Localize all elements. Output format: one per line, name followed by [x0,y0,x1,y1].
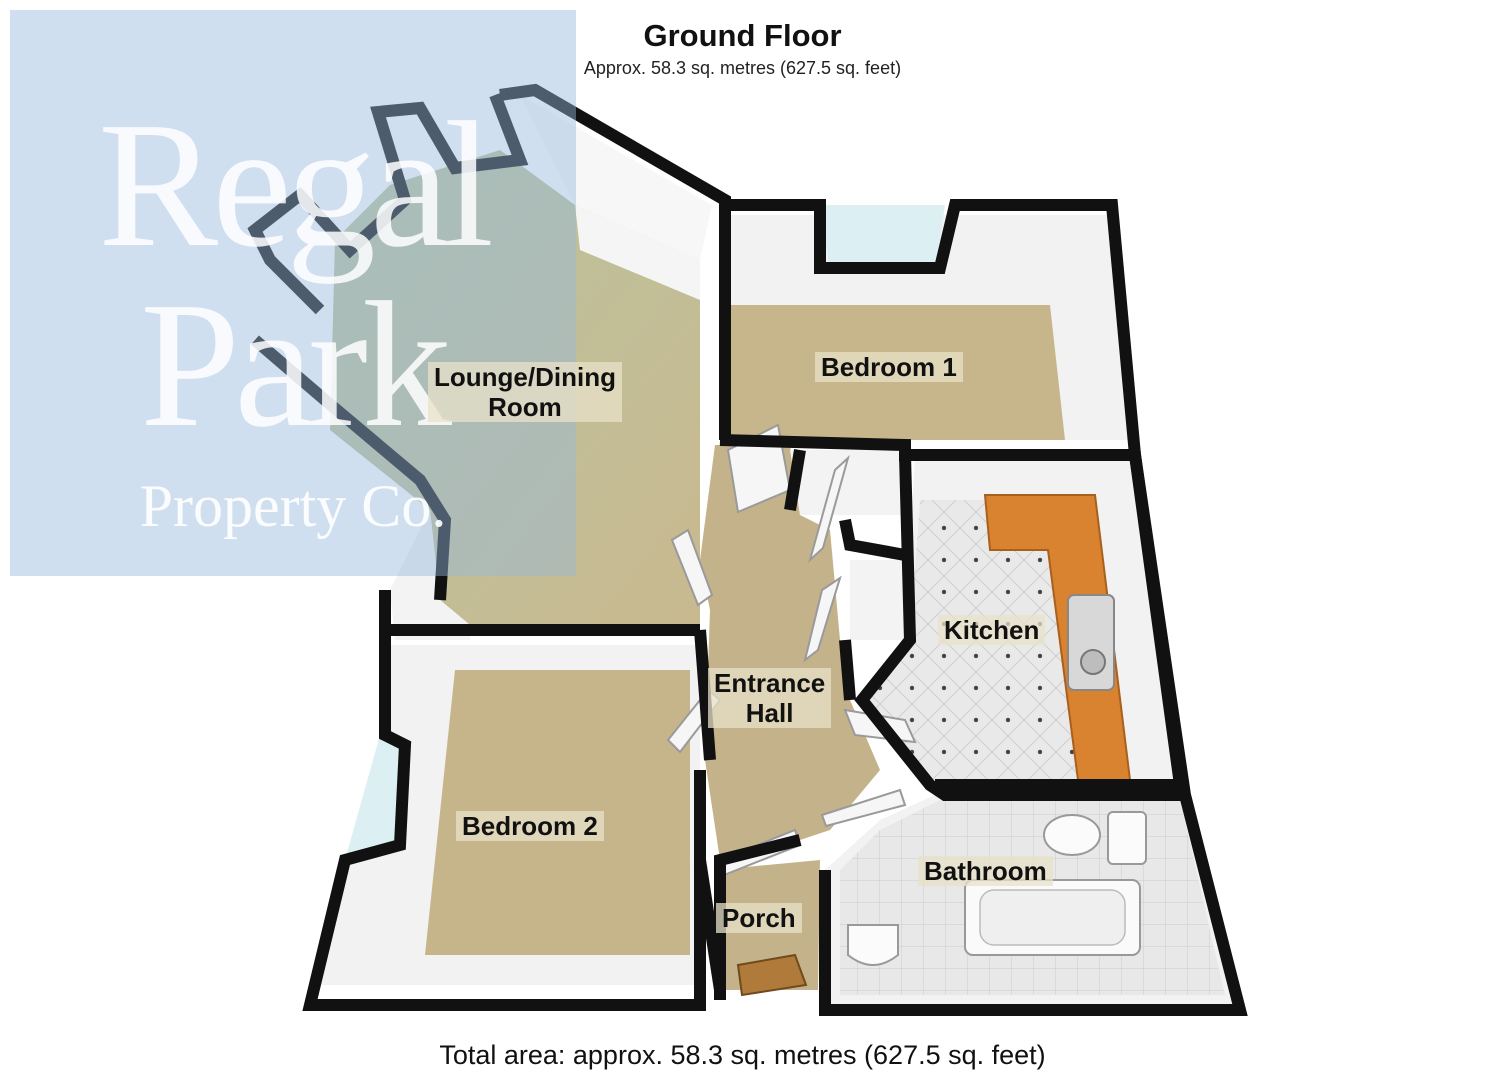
label-entrance-line2: Hall [745,698,794,728]
label-bathroom: Bathroom [918,856,1053,886]
entrance-hall-room [700,445,905,860]
label-kitchen: Kitchen [938,615,1046,645]
label-bedroom-2: Bedroom 2 [456,811,604,841]
toilet-bowl [1043,814,1101,856]
watermark-text-park: Park [140,265,452,464]
kitchen-sink [1067,594,1115,691]
watermark-text-regal: Regal [98,85,494,284]
label-entrance-hall: Entrance Hall [708,668,832,728]
toilet-cistern [1107,811,1147,865]
label-lounge-line2: Room [488,392,562,422]
label-entrance-line1: Entrance [714,668,826,698]
label-lounge-line1: Lounge/Dining [434,362,616,392]
watermark-logo: Regal Park Property Co. [10,10,576,576]
doors [666,423,917,877]
label-bedroom-1: Bedroom 1 [815,352,963,382]
basin [847,924,899,966]
watermark-text-property-co: Property Co. [139,473,447,539]
front-door [736,953,808,997]
floor-title: Ground Floor [643,18,842,53]
label-lounge-dining: Lounge/Dining Room [428,362,622,422]
bathroom-room [825,795,1235,1005]
bedroom-1-room [725,205,1130,440]
total-area-footer: Total area: approx. 58.3 sq. metres (627… [439,1040,1046,1070]
floor-area-subtitle: Approx. 58.3 sq. metres (627.5 sq. feet) [583,58,902,78]
walls [247,83,1248,1016]
label-porch: Porch [716,903,802,933]
